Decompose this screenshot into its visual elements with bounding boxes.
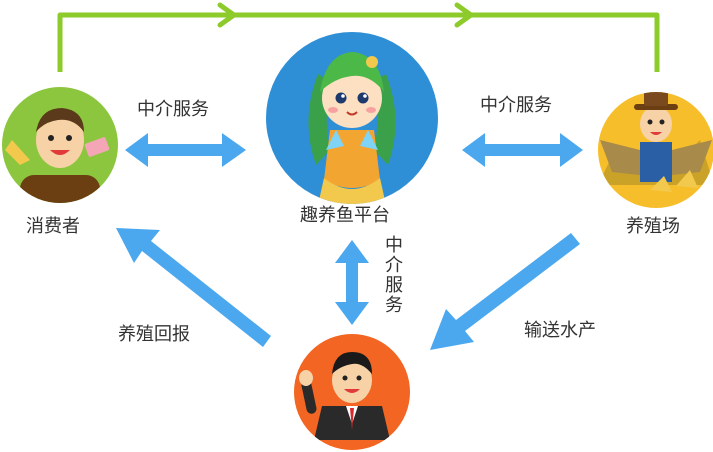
- edge-label-consumer-platform: 中介服务: [137, 99, 209, 120]
- edge-label-farm-agent: 输送水产: [524, 320, 596, 341]
- platform-mascot: [266, 32, 438, 204]
- double-arrow-consumer-platform: [125, 133, 246, 167]
- edge-label-platform-agent: 中介服务: [382, 235, 403, 315]
- edge-label-agent-consumer: 养殖回报: [118, 324, 190, 345]
- platform-label: 趣养鱼平台: [300, 205, 390, 226]
- green-loop-connector: [57, 2, 660, 72]
- arrow-farm-to-agent: [430, 233, 580, 350]
- arrow-agent-to-consumer: [116, 228, 271, 347]
- farm-label: 养殖场: [626, 216, 680, 237]
- double-arrow-platform-farm: [462, 133, 583, 167]
- farmer-avatar: [598, 92, 713, 208]
- double-arrow-platform-agent: [335, 240, 369, 325]
- businessman-avatar: [294, 334, 410, 450]
- consumer-avatar: [2, 87, 118, 203]
- edge-label-platform-farm: 中介服务: [480, 95, 552, 116]
- consumer-label: 消费者: [26, 216, 80, 237]
